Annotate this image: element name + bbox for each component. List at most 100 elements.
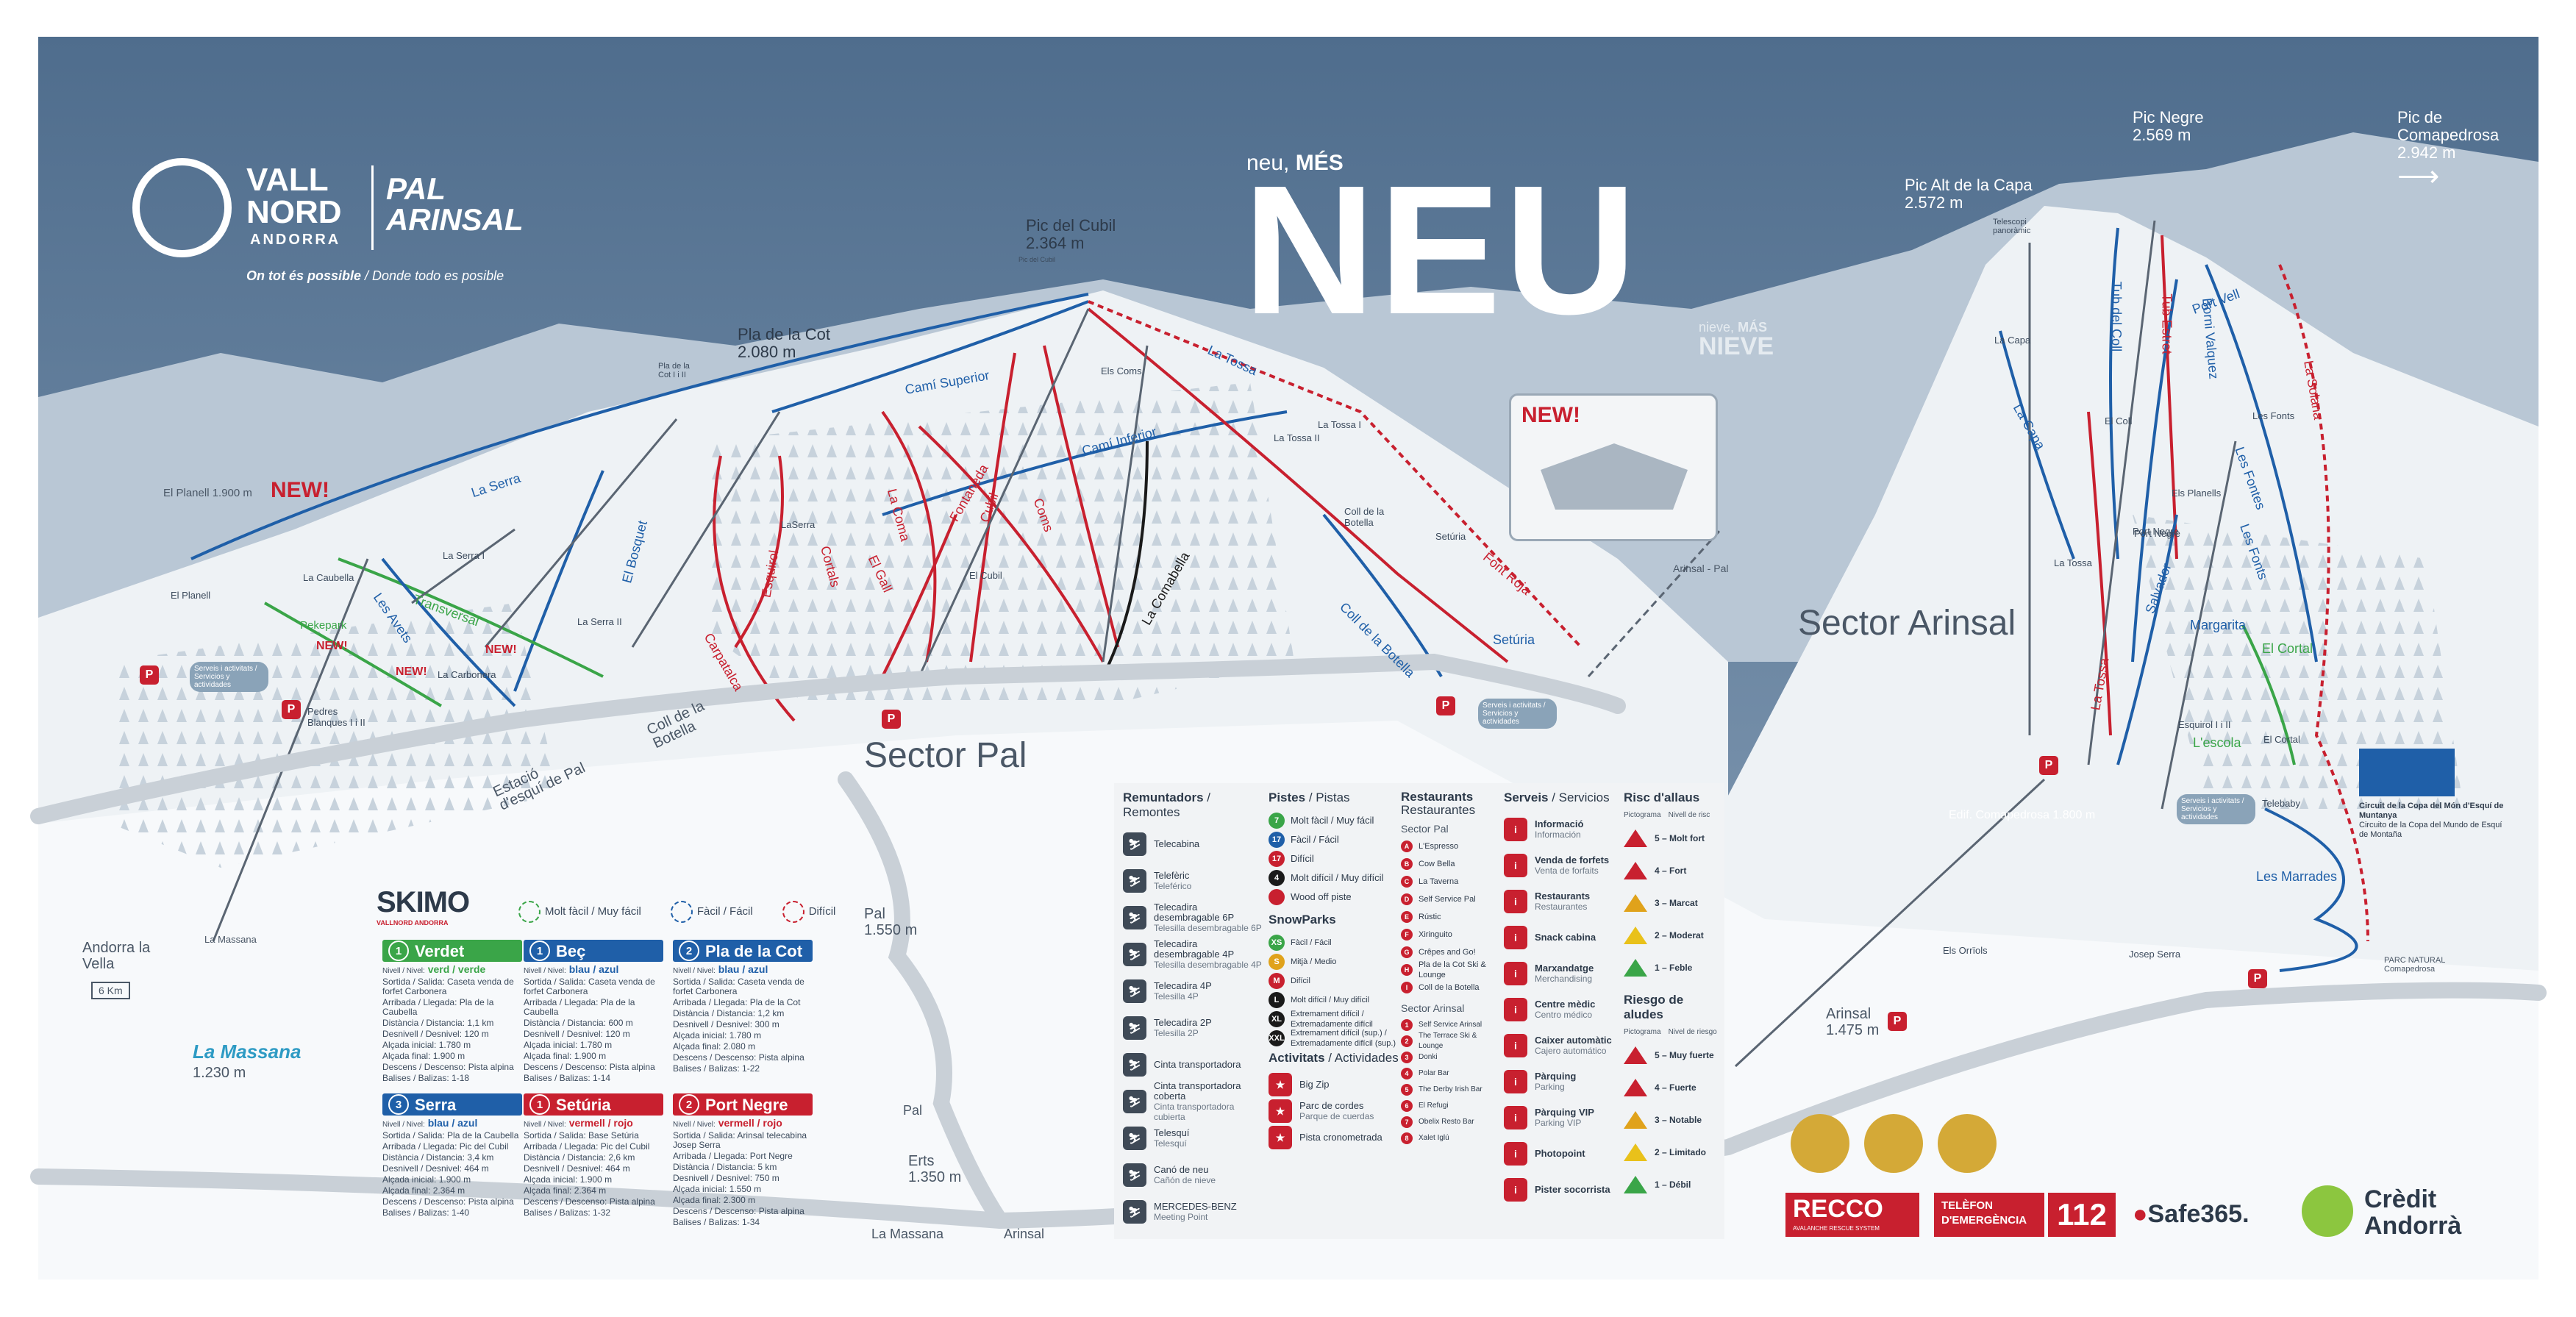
piste-la-coma bbox=[918, 425, 1105, 663]
skimo-route-number: 1 bbox=[388, 941, 409, 961]
legend-activity: ★Pista cronometrada bbox=[1269, 1124, 1401, 1151]
restaurant-name: Coll de la Botella bbox=[1419, 983, 1480, 992]
piste-la-solana bbox=[2278, 264, 2369, 942]
pal-pistes bbox=[190, 293, 1583, 722]
snowpark-label: Difícil bbox=[1291, 977, 1310, 985]
service-ca: Photopoint bbox=[1535, 1147, 1585, 1159]
lifts bbox=[212, 220, 2237, 1068]
skimo-route-dist: Distància / Distancia: 2,6 km bbox=[524, 1152, 635, 1163]
skimo-route-number: 1 bbox=[529, 1094, 550, 1115]
piste-la-serra bbox=[190, 293, 1089, 560]
tagline: On tot és possible / Donde todo es posib… bbox=[246, 268, 504, 284]
service-ca: Marxandatge bbox=[1535, 962, 1594, 974]
piste-cubil bbox=[969, 352, 1016, 663]
trail-legend-hard: Difícil bbox=[782, 901, 835, 923]
parking-icon[interactable]: P bbox=[882, 710, 901, 729]
piste-transversal bbox=[338, 557, 604, 678]
skimo-route-start: Sortida / Salida: Pla de la Caubella bbox=[382, 1130, 519, 1141]
piste-level-label: Molt difícil / Muy difícil bbox=[1291, 872, 1384, 883]
skimo-route-name: Pla de la Cot bbox=[705, 941, 803, 960]
legend-snowparks-title: SnowParks bbox=[1269, 913, 1336, 927]
restaurant-name: Donki bbox=[1419, 1053, 1438, 1061]
snowpark-badge: XS bbox=[1269, 935, 1285, 951]
legend-avalanche-level: 4 – Fort bbox=[1624, 854, 1723, 887]
peak-alt: 2.080 m bbox=[738, 343, 796, 361]
piste-cortals bbox=[881, 514, 957, 677]
sector-arinsal-label: Sector Arinsal bbox=[1798, 604, 2016, 643]
skimo-route-number: 2 bbox=[679, 1094, 699, 1115]
run-label-margarita: Margarita bbox=[2190, 618, 2247, 632]
lift-label-la-tossa-ii: La Tossa II bbox=[1274, 432, 1320, 443]
lift-type-icon: ⛷ bbox=[1123, 906, 1146, 929]
parking-icon[interactable]: P bbox=[2248, 969, 2267, 988]
parking-icon[interactable]: P bbox=[2039, 756, 2058, 775]
legend-lift-ca: MERCEDES-BENZ bbox=[1154, 1201, 1237, 1212]
emergency-phone: TELÈFON D'EMERGÈNCIA bbox=[1934, 1193, 2044, 1237]
legend-remuntadors: Remuntadors / Remontes ⛷Telecabina⛷Telef… bbox=[1123, 790, 1263, 1230]
legend-remuntadors-title: Remuntadors / Remontes bbox=[1123, 790, 1263, 820]
piste-pekepark bbox=[264, 602, 443, 707]
parking-icon[interactable]: P bbox=[140, 665, 159, 685]
tagline-rest: / Donde todo es posible bbox=[361, 268, 504, 283]
skimo-level-label: Nivell / Nivel: bbox=[382, 967, 425, 975]
trail-legend-easy: Fàcil / Fácil bbox=[670, 901, 753, 923]
service-es: Merchandising bbox=[1535, 973, 1593, 984]
services-bubble-pal-right[interactable]: Serveis i activitats / Servicios y activ… bbox=[1478, 699, 1557, 729]
parking-icon[interactable]: P bbox=[1436, 696, 1455, 715]
avalanche-risk-icon bbox=[1624, 1046, 1647, 1064]
piste-comabella bbox=[1102, 440, 1149, 677]
restaurant-badge: F bbox=[1401, 929, 1413, 941]
snowpark-badge: XXL bbox=[1269, 1030, 1285, 1046]
skimo-route-start: Sortida / Salida: Caseta venda de forfet… bbox=[673, 977, 804, 996]
restaurant-badge: 1 bbox=[1401, 1019, 1413, 1031]
parking-icon[interactable]: P bbox=[1888, 1012, 1907, 1031]
service-icon: i bbox=[1504, 997, 1527, 1021]
service-ca: Restaurants bbox=[1535, 890, 1591, 902]
service-ca: Pister socorrista bbox=[1535, 1183, 1610, 1195]
skimo-level-label: Nivell / Nivel: bbox=[382, 1121, 425, 1129]
avalanche-level-label: 3 – Marcat bbox=[1655, 898, 1698, 908]
skimo-route-name: Beç bbox=[556, 941, 586, 960]
activity-ca: Pista cronometrada bbox=[1299, 1132, 1382, 1143]
services-bubble-arinsal[interactable]: Serveis i activitats / Servicios y activ… bbox=[2177, 794, 2255, 824]
service-es: Cajero automático bbox=[1535, 1045, 1607, 1056]
skimo-route-alt-end: Alçada final: 2.364 m bbox=[524, 1185, 607, 1196]
skimo-level-value: blau / azul bbox=[718, 963, 768, 975]
services-bubble-pal-left[interactable]: Serveis i activitats / Servicios y activ… bbox=[190, 662, 268, 692]
skimo-route-level: Nivell / Nivel: blau / azul bbox=[673, 963, 813, 976]
activity-ca: Big Zip bbox=[1299, 1079, 1330, 1090]
peak-name: Pic Negre bbox=[2133, 108, 2204, 126]
avalanche-risk-icon bbox=[1624, 1143, 1647, 1161]
avalanche-level-label: 4 – Fort bbox=[1655, 865, 1687, 876]
restaurant-name: The Terrace Ski & Lounge bbox=[1419, 1032, 1477, 1050]
legend-lift-es: Telesilla 4P bbox=[1154, 991, 1199, 1002]
arrow-right-icon: ⟶ bbox=[2397, 160, 2440, 193]
parking-icon[interactable]: P bbox=[282, 700, 301, 719]
piste-font-roja bbox=[1087, 307, 1509, 663]
